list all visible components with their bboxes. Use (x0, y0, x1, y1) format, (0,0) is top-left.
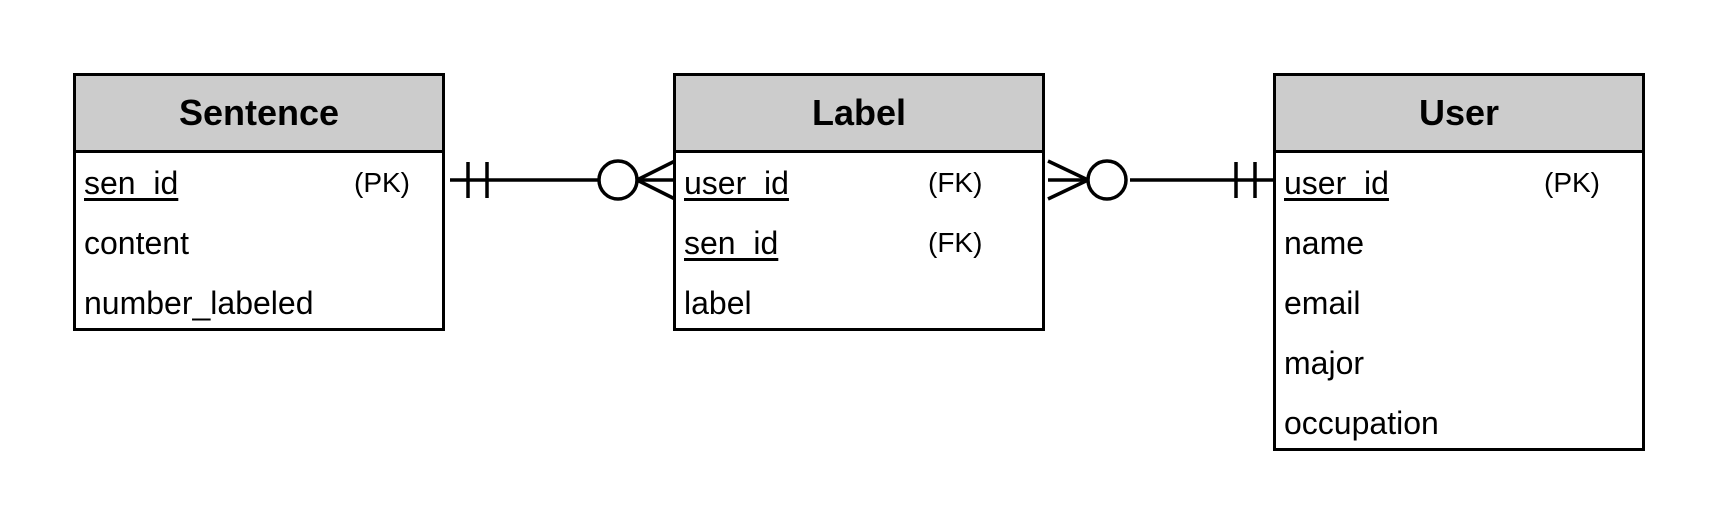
primary-key-field: sen_id (84, 165, 179, 201)
relationship-sentence-label (450, 159, 676, 201)
attribute-field: label (684, 285, 752, 321)
entity-row: email (1276, 273, 1642, 333)
attribute-field: content (84, 225, 189, 261)
foreign-key-field: user_id (684, 165, 789, 201)
zero-optional-marker (597, 159, 639, 201)
entity-sentence: Sentence sen_id (PK) content number_labe… (73, 73, 445, 331)
entity-row: number_labeled (76, 273, 442, 333)
key-tag: (PK) (354, 167, 410, 198)
primary-key-field: user_id (1284, 165, 1389, 201)
crows-foot-many-marker (1047, 159, 1089, 201)
foreign-key-field: sen_id (684, 225, 779, 261)
entity-row: occupation (1276, 393, 1642, 453)
zero-optional-marker (1086, 159, 1128, 201)
attribute-field: number_labeled (84, 285, 314, 321)
key-tag: (PK) (1544, 167, 1600, 198)
entity-row: content (76, 213, 442, 273)
entity-label: Label user_id (FK) sen_id (FK) label (673, 73, 1045, 331)
entity-title: Sentence (76, 76, 442, 153)
entity-row: name (1276, 213, 1642, 273)
entity-row: sen_id (PK) (76, 153, 442, 213)
crows-foot-many-marker (636, 159, 676, 201)
attribute-field: occupation (1284, 405, 1439, 441)
entity-row: user_id (PK) (1276, 153, 1642, 213)
attribute-field: major (1284, 345, 1365, 381)
attribute-field: name (1284, 225, 1365, 261)
relationship-label-user (1047, 159, 1275, 201)
entity-row: label (676, 273, 1042, 333)
entity-title: User (1276, 76, 1642, 153)
entity-user: User user_id (PK) name email major occup… (1273, 73, 1645, 451)
exactly-one-marker (466, 162, 489, 198)
entity-row: major (1276, 333, 1642, 393)
entity-row: user_id (FK) (676, 153, 1042, 213)
exactly-one-marker (1234, 162, 1257, 198)
attribute-field: email (1284, 285, 1361, 321)
key-tag: (FK) (928, 227, 983, 258)
entity-title: Label (676, 76, 1042, 153)
entity-row: sen_id (FK) (676, 213, 1042, 273)
key-tag: (FK) (928, 167, 983, 198)
